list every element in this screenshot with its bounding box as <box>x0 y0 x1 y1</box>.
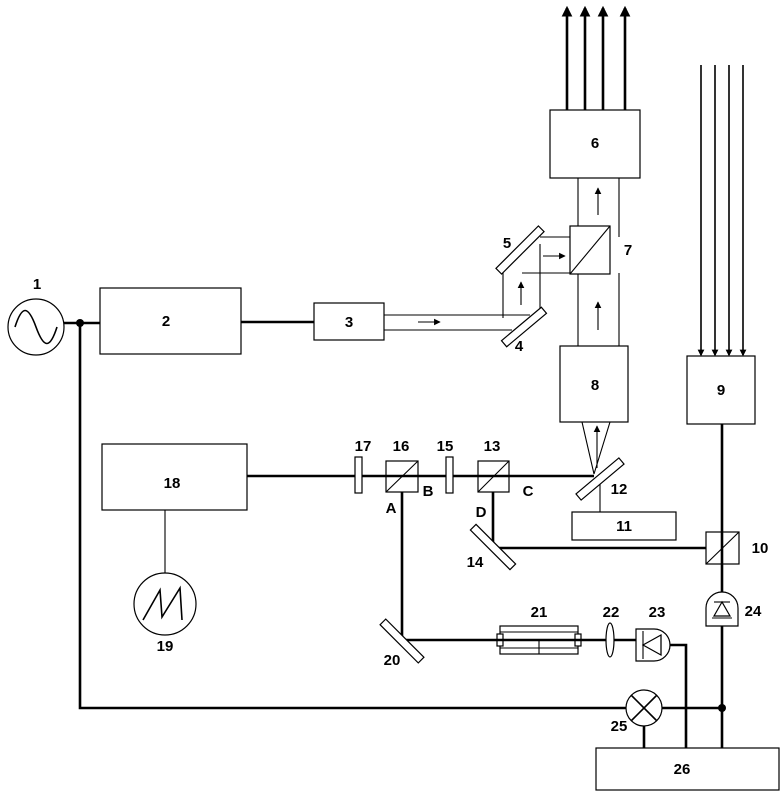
label-port-d: D <box>476 504 487 521</box>
label-port-b: B <box>423 483 434 500</box>
beam-cone-12-to-8 <box>582 422 610 474</box>
label-21: 21 <box>531 604 548 621</box>
label-16: 16 <box>393 438 410 455</box>
output-beams <box>567 8 625 110</box>
cell-21 <box>497 626 581 654</box>
label-14: 14 <box>467 554 484 571</box>
photodiode-23 <box>636 629 670 661</box>
label-2: 2 <box>162 313 170 330</box>
wire-23-to-26 <box>668 645 686 748</box>
photodiode-24 <box>706 592 738 626</box>
box-2 <box>100 288 241 354</box>
lens-22 <box>606 623 614 657</box>
label-port-c: C <box>523 483 534 500</box>
label-26: 26 <box>674 761 691 778</box>
input-beams <box>701 65 743 355</box>
beam-splitter-13 <box>478 461 509 492</box>
label-6: 6 <box>591 135 599 152</box>
label-11: 11 <box>616 518 632 535</box>
label-10: 10 <box>752 540 769 557</box>
label-20: 20 <box>384 652 401 669</box>
label-19: 19 <box>157 638 174 655</box>
mirror-4 <box>502 307 547 347</box>
beam-16-to-23 <box>402 476 636 640</box>
label-18: 18 <box>164 475 181 492</box>
label-1: 1 <box>33 276 41 293</box>
sawtooth-generator-19 <box>134 573 196 635</box>
mixer-25 <box>626 690 662 726</box>
junction-dot <box>76 319 84 327</box>
beam-splitter-16 <box>386 461 418 492</box>
label-9: 9 <box>717 382 725 399</box>
label-23: 23 <box>649 604 666 621</box>
waveplate-17 <box>355 457 362 493</box>
label-24: 24 <box>745 603 762 620</box>
beam-splitter-7 <box>570 226 610 274</box>
label-5: 5 <box>503 235 511 252</box>
label-4: 4 <box>515 338 524 355</box>
label-7: 7 <box>624 242 632 259</box>
label-13: 13 <box>484 438 501 455</box>
label-15: 15 <box>437 438 454 455</box>
label-3: 3 <box>345 314 353 331</box>
optical-path <box>384 178 619 474</box>
beam-splitter-10 <box>706 532 739 564</box>
ac-source-1 <box>8 299 64 355</box>
label-25: 25 <box>611 718 628 735</box>
label-port-a: A <box>386 500 397 517</box>
label-12: 12 <box>611 481 628 498</box>
label-22: 22 <box>603 604 620 621</box>
label-17: 17 <box>355 438 372 455</box>
junction-dot <box>718 704 726 712</box>
label-8: 8 <box>591 377 599 394</box>
waveplate-15 <box>446 457 453 493</box>
